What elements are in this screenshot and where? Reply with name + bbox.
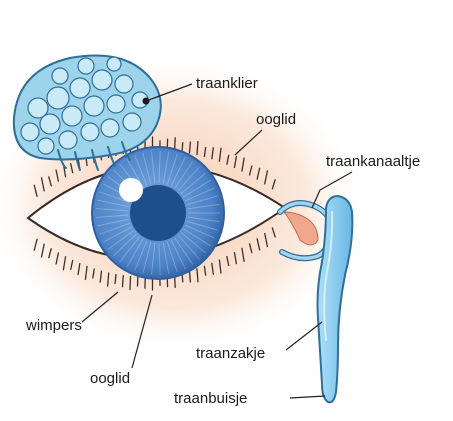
gland-lobule [107, 57, 121, 71]
gland-lobule [78, 58, 94, 74]
gland-lobule [21, 123, 39, 141]
gland-lobule [47, 87, 69, 109]
gland-lobule [84, 96, 104, 116]
gland-lobule [92, 70, 112, 90]
gland-lobule [81, 123, 99, 141]
label-wimpers: wimpers [25, 317, 82, 334]
gland-lobule [107, 95, 125, 113]
eyelash [115, 275, 116, 284]
gland-lobule [52, 68, 68, 84]
eyelash [189, 271, 190, 282]
label-ooglid-top: ooglid [256, 111, 296, 128]
label-traanbuisje: traanbuisje [174, 390, 247, 407]
gland-lobule [38, 138, 54, 154]
eyelash [189, 142, 190, 153]
eyelash [123, 276, 124, 287]
gland-lobule [40, 114, 60, 134]
label-traankanaaltje: traankanaaltje [326, 153, 420, 170]
gland-lobule [101, 119, 119, 137]
gland-lobule [70, 78, 90, 98]
eye-highlight [119, 178, 143, 202]
gland-lobule [59, 131, 77, 149]
eyelash [130, 277, 131, 290]
label-traanklier: traanklier [196, 75, 258, 92]
label-ooglid-bottom: ooglid [90, 370, 130, 387]
gland-lobule [62, 106, 82, 126]
gland-lobule [115, 75, 133, 93]
label-traanzakje: traanzakje [196, 345, 265, 362]
gland-lobule [123, 113, 141, 131]
eyelash [182, 143, 183, 152]
